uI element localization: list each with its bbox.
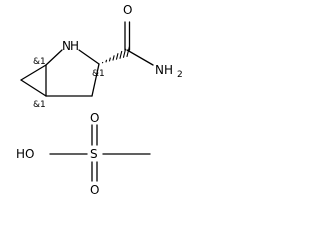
oxygen-top-label: O — [90, 111, 99, 125]
bond-c3-c4 — [91, 63, 100, 97]
chemical-structure-drawing: N H O NH 2 &1 &1 &1 HO S O O — [16, 3, 183, 197]
ring-nitrogen-label: N — [62, 39, 71, 53]
stereo-label-c3: &1 — [92, 69, 105, 79]
carbonyl-oxygen-label: O — [123, 3, 132, 17]
amide-subscript-label: 2 — [177, 70, 183, 80]
methanesulfonic-acid: HO S O O — [16, 111, 151, 197]
azabicyclohexane-carboxamide: N H O NH 2 &1 &1 &1 — [20, 3, 183, 110]
amide-nitrogen-label: NH — [155, 63, 173, 77]
bond-carbonyl-amide — [126, 49, 154, 66]
stereo-label-c5: &1 — [33, 100, 46, 110]
bond-c6-c5 — [20, 79, 47, 97]
oxygen-bottom-label: O — [90, 183, 99, 197]
stereo-label-c1: &1 — [33, 57, 46, 67]
sulfur-label: S — [90, 147, 98, 161]
bond-n2-c3 — [78, 49, 100, 65]
ring-nitrogen-h-label: H — [70, 39, 79, 53]
bond-c6-c1 — [20, 64, 47, 81]
bond-c1-n2 — [45, 49, 63, 66]
hydroxyl-label: HO — [16, 147, 34, 161]
